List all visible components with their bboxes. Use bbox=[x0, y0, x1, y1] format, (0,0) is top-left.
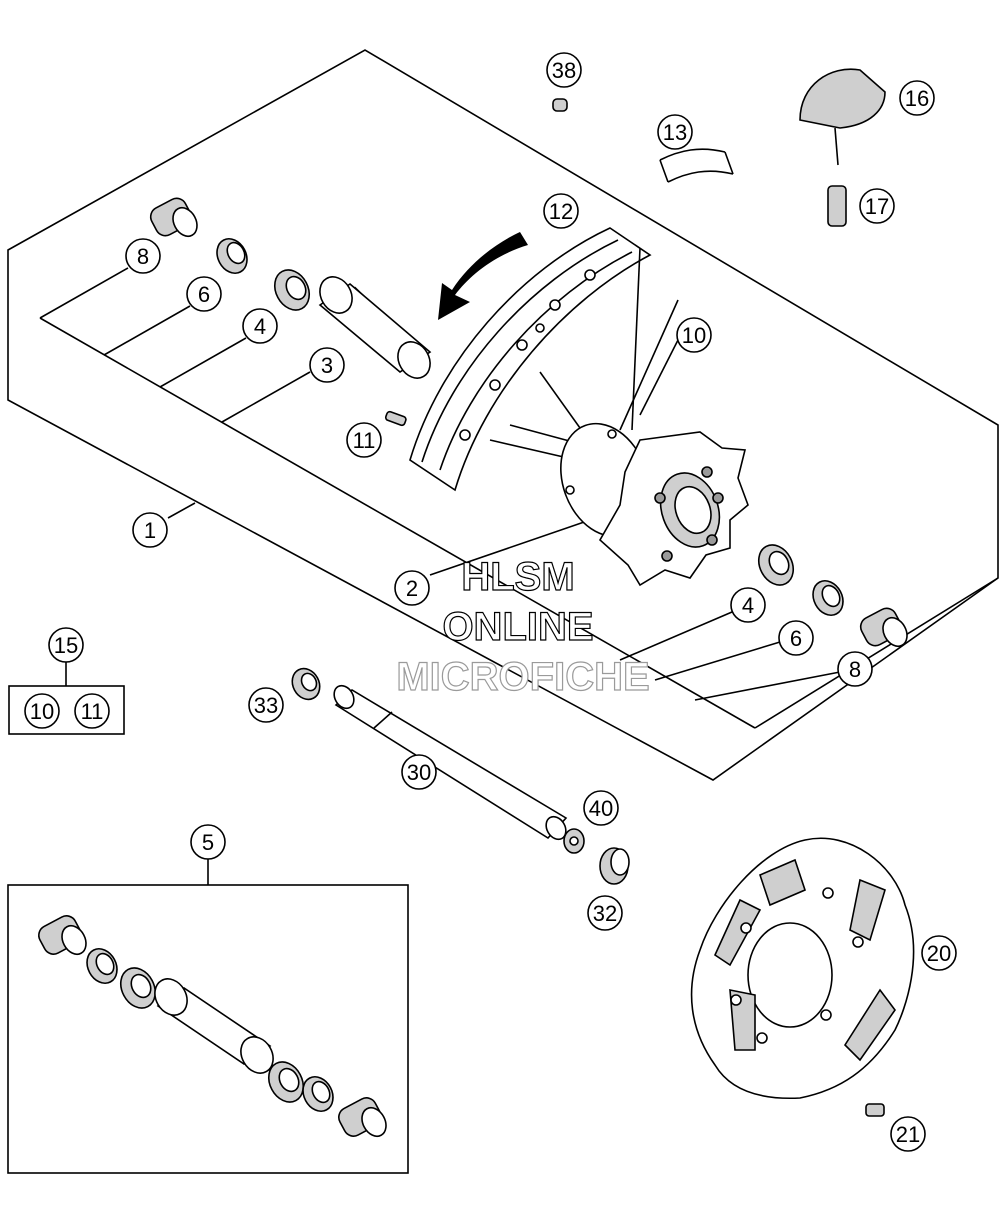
callout-label: 4 bbox=[254, 314, 266, 339]
callout-8b[interactable]: 8 bbox=[837, 651, 873, 687]
callout-label: 21 bbox=[896, 1122, 920, 1147]
callout-label: 30 bbox=[407, 760, 431, 785]
callout-20[interactable]: 20 bbox=[921, 935, 957, 971]
callout-label: 16 bbox=[905, 86, 929, 111]
callout-label: 17 bbox=[865, 194, 889, 219]
watermark-line-3: MICROFICHE bbox=[396, 655, 649, 699]
leader-4b bbox=[619, 611, 733, 661]
watermark-line-1: HLSM bbox=[461, 555, 574, 599]
callout-label: 3 bbox=[321, 353, 333, 378]
callout-label: 13 bbox=[663, 120, 687, 145]
disc-bolt-part-21 bbox=[865, 1103, 885, 1117]
seal-part-33 bbox=[291, 667, 321, 701]
callout-1[interactable]: 1 bbox=[132, 512, 168, 548]
callout-12[interactable]: 12 bbox=[543, 193, 579, 229]
leader-8a bbox=[39, 267, 129, 319]
leader-4a bbox=[159, 337, 247, 388]
rim-band-part-13 bbox=[659, 148, 734, 183]
callout-label: 11 bbox=[353, 428, 376, 453]
callout-21[interactable]: 21 bbox=[890, 1116, 926, 1152]
kit-5-parts bbox=[38, 915, 387, 1138]
valve-nut-part-17 bbox=[827, 185, 847, 227]
callout-17[interactable]: 17 bbox=[859, 188, 895, 224]
callout-13[interactable]: 13 bbox=[657, 114, 693, 150]
seal-part-6-left bbox=[216, 238, 248, 274]
callout-10b[interactable]: 10 bbox=[24, 693, 60, 729]
callout-label: 15 bbox=[54, 633, 78, 658]
leader-6b bbox=[654, 641, 781, 681]
callout-3[interactable]: 3 bbox=[309, 347, 345, 383]
callout-label: 2 bbox=[406, 576, 418, 601]
callout-5[interactable]: 5 bbox=[190, 824, 226, 860]
callout-33[interactable]: 33 bbox=[248, 687, 284, 723]
callout-label: 33 bbox=[254, 693, 278, 718]
callout-15[interactable]: 15 bbox=[48, 627, 84, 663]
callout-label: 12 bbox=[549, 199, 573, 224]
callout-16[interactable]: 16 bbox=[899, 80, 935, 116]
callout-6b[interactable]: 6 bbox=[778, 620, 814, 656]
spacer-part-8-left bbox=[149, 197, 198, 238]
callout-label: 10 bbox=[30, 699, 54, 724]
callout-label: 8 bbox=[849, 657, 861, 682]
kit-box-5 bbox=[7, 884, 409, 1174]
leader-3 bbox=[221, 371, 311, 423]
callout-4a[interactable]: 4 bbox=[242, 308, 278, 344]
inner-plane-line bbox=[39, 317, 756, 729]
callout-38[interactable]: 38 bbox=[546, 52, 582, 88]
watermark-line-2: ONLINE bbox=[442, 605, 593, 649]
callout-label: 4 bbox=[742, 593, 754, 618]
callout-label: 40 bbox=[589, 796, 613, 821]
leader-10a bbox=[639, 339, 679, 416]
callout-30[interactable]: 30 bbox=[401, 754, 437, 790]
callout-2[interactable]: 2 bbox=[394, 570, 430, 606]
axle-part-30 bbox=[333, 684, 568, 841]
hub-part-2 bbox=[560, 422, 749, 587]
callout-label: 6 bbox=[790, 626, 802, 651]
leader-6a bbox=[103, 305, 191, 356]
callout-6a[interactable]: 6 bbox=[186, 276, 222, 312]
callout-11a[interactable]: 11 bbox=[346, 422, 382, 458]
spacer-tube-part-3 bbox=[318, 276, 432, 379]
seal-part-6-right bbox=[812, 580, 844, 616]
callout-label: 11 bbox=[81, 699, 104, 724]
bearing-part-4-left bbox=[273, 269, 311, 311]
inner-plane-right bbox=[754, 577, 999, 729]
callout-8a[interactable]: 8 bbox=[125, 238, 161, 274]
callout-4b[interactable]: 4 bbox=[730, 587, 766, 623]
callout-10a[interactable]: 10 bbox=[676, 317, 712, 353]
cap-part-38 bbox=[552, 98, 568, 112]
nipple-part-11 bbox=[384, 410, 407, 427]
bearing-part-4-right bbox=[757, 544, 795, 586]
callout-32[interactable]: 32 bbox=[587, 895, 623, 931]
callout-40[interactable]: 40 bbox=[583, 790, 619, 826]
callout-11b[interactable]: 11 bbox=[74, 693, 110, 729]
callout-label: 32 bbox=[593, 901, 617, 926]
callout-label: 38 bbox=[552, 58, 576, 83]
callout-label: 6 bbox=[198, 282, 210, 307]
tube-valve-part-16 bbox=[799, 68, 886, 166]
leader-8b bbox=[694, 671, 841, 701]
kit-box-15 bbox=[8, 685, 125, 735]
callout-label: 5 bbox=[202, 830, 214, 855]
brake-disc-part-20 bbox=[690, 837, 915, 1100]
leader-1 bbox=[167, 502, 196, 519]
rim-part-12 bbox=[409, 227, 652, 492]
callout-label: 10 bbox=[682, 323, 706, 348]
axle-nut-part-32 bbox=[599, 847, 630, 885]
rotation-arrow-icon bbox=[438, 232, 528, 320]
callout-label: 8 bbox=[137, 244, 149, 269]
callout-label: 20 bbox=[927, 941, 951, 966]
callout-label: 1 bbox=[144, 518, 156, 543]
leader-2 bbox=[429, 519, 591, 576]
spacer-part-8-right bbox=[859, 607, 908, 648]
nut-part-40 bbox=[563, 828, 585, 854]
